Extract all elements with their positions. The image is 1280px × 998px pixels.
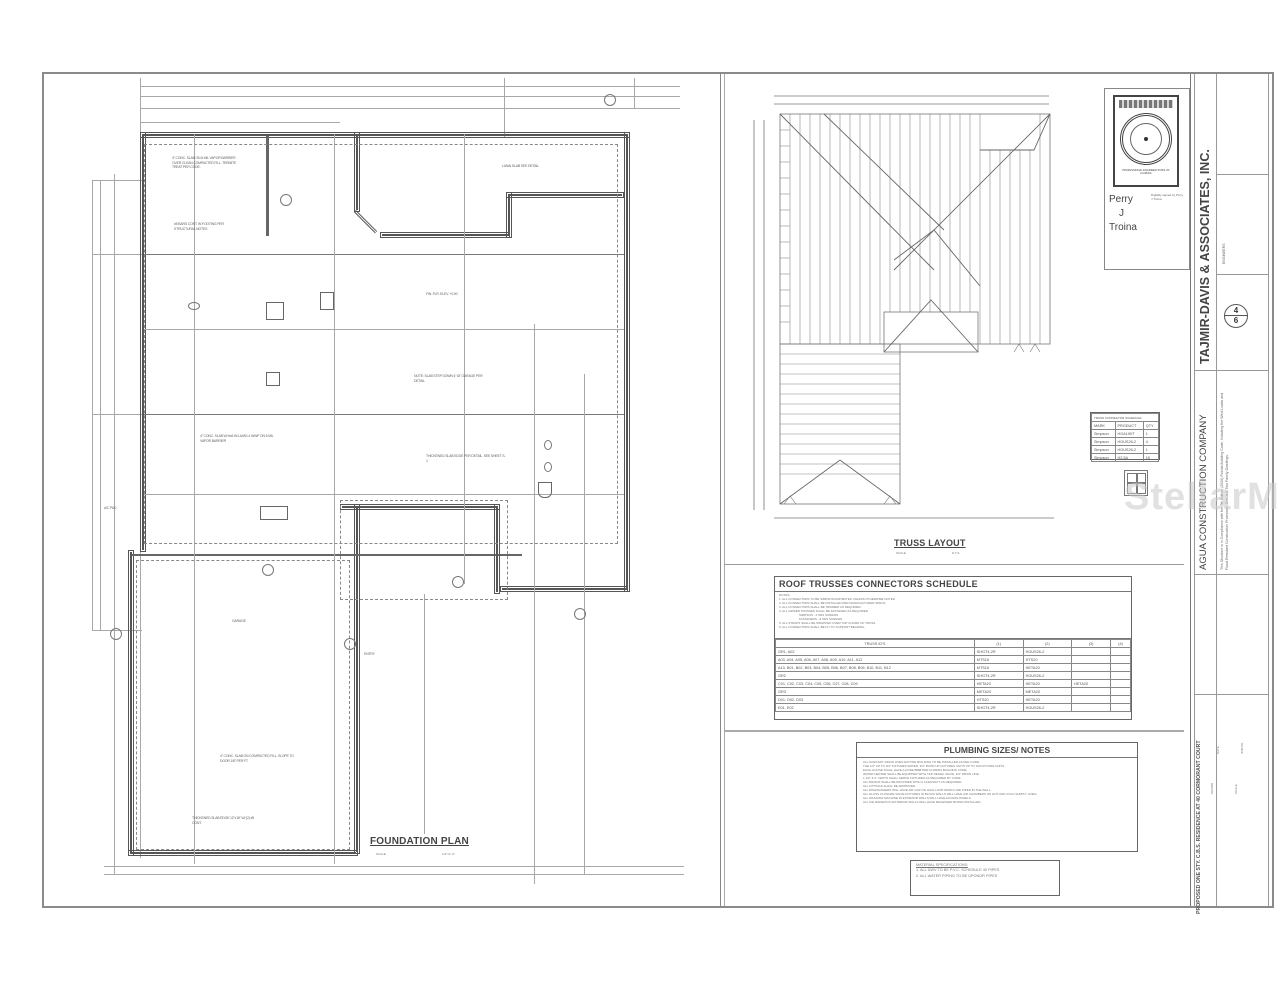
column-marker (452, 576, 464, 588)
plumbing-title: PLUMBING SIZES/ NOTES (857, 743, 1137, 758)
legend-header: QTY (1142, 421, 1160, 430)
table-header-row: TRUSS ID'S (1) (2) (3) (4) (775, 639, 1131, 648)
title-field-date: DATE (1216, 746, 1220, 754)
firm-subtitle: ENGINEERS (1222, 243, 1226, 264)
connectors-schedule-title: ROOF TRUSSES CONNECTORS SCHEDULE (775, 577, 1131, 592)
toilet-icon (544, 462, 552, 472)
sheet-number-badge: 4 6 (1224, 304, 1248, 328)
schedule-note: 2. ALL CONNECTORS SHALL BE INSTALLED PER… (779, 601, 887, 605)
seal-text: PROFESSIONAL ENGINEER STATE OF FLORIDA (1122, 169, 1170, 175)
appliance-icon (320, 292, 334, 310)
schedule-note: 4. ALL GIRDER TRUSSES SHALL BE FASTENED … (779, 609, 869, 613)
range-icon (266, 302, 284, 320)
table-row: A03, A04, A05, A06, A07, A08, A09, A10, … (775, 655, 1131, 664)
schedule-note: FASTENERS - 8 SDS SCREWS (799, 617, 843, 621)
schedule-note: 1. ALL CONNECTORS TO BE SIMPSON/USP/MIIT… (779, 597, 896, 601)
schedule-note: 3. ALL CONNECTORS SHALL BE TRIMMED AS RE… (779, 605, 862, 609)
sheet-total: 6 (1233, 316, 1239, 325)
title-block-border (1216, 74, 1217, 906)
sheet-divider (720, 74, 721, 906)
foundation-plan: 4" CONC. SLAB ON 6 MIL VAPOR BARRIER OVE… (44, 74, 724, 906)
water-heater-icon (260, 506, 288, 520)
truss-layout-title: TRUSS LAYOUT (894, 538, 966, 548)
title-block-border (1194, 74, 1195, 906)
title-field-drawn: DRAWN (1210, 782, 1214, 794)
column-marker (344, 638, 356, 650)
column-marker (262, 564, 274, 576)
engineer-seal: PROFESSIONAL ENGINEER STATE OF FLORIDA (1113, 95, 1179, 187)
watermark: StellarMLS (1124, 476, 1280, 518)
north-arrow-block (1124, 470, 1148, 496)
foundation-plan-scale: 1/4"=1'-0" (442, 852, 455, 856)
plumbing-note: ALL ICE MAKERS IN EXTERIOR WALLS WILL HA… (863, 800, 982, 804)
plumbing-note: ALL SANITARY DRAIN LINES EXITING BUILDIN… (863, 760, 980, 764)
material-spec-item: 1. ALL DWV TO BE P.V.C. SCHEDULE 40 PIPE… (916, 868, 1000, 872)
truss-connector-legend: TRUSS CONNECTOR SCHEDULE MARK PRODUCT QT… (1090, 412, 1160, 462)
column-marker (110, 628, 122, 640)
column-marker (574, 608, 586, 620)
engineer-last-name: Troina (1109, 222, 1137, 233)
plumbing-note: ALL DISHWASHERS WILL HAVE AIR GAP OR HIG… (863, 788, 992, 792)
material-spec-title: MATERIAL SPECIFICATIONS: (916, 863, 969, 867)
plumbing-note: 1 1/2" & 2" VENTS SHALL SERVE FIXTURES A… (863, 776, 962, 780)
title-block-border (1268, 74, 1269, 906)
signature-note: Digitally signed by Perry J Troina (1151, 193, 1184, 201)
plumbing-note: ALL FITTINGS SHALL BE APPROVED. (863, 784, 916, 788)
schedule-note: 5. ALL STRAPS SHALL BE WRAPPED OVER TOP … (779, 621, 877, 625)
connectors-schedule: ROOF TRUSSES CONNECTORS SCHEDULE NOTES: … (774, 576, 1132, 720)
engineer-seal-block: PROFESSIONAL ENGINEER STATE OF FLORIDA P… (1104, 88, 1190, 270)
foundation-plan-scale-label: SCALE (376, 852, 386, 856)
engineer-first-name: Perry (1109, 194, 1133, 205)
fridge-icon (266, 372, 280, 386)
plumbing-note: THE 1/2" UP TO 3/4" FIXTURES WATER, 3/4"… (863, 764, 1005, 768)
plumbing-note: EACH HOUSE SHALL HAVE A HOSE BIBB PER FL… (863, 768, 968, 772)
truss-layout-scale: N.T.S. (952, 551, 961, 555)
plumbing-note: WATER HEATER SHALL BE EQUIPPED WITH T&P … (863, 772, 980, 776)
firm-name: TAJMIR-DAVIS & ASSOCIATES, INC. (1198, 149, 1212, 364)
sheet-divider (724, 74, 725, 906)
truss-layout-scale-label: SCALE (896, 551, 906, 555)
column-marker (280, 194, 292, 206)
section-divider (724, 564, 1184, 565)
truss-layout (744, 90, 1124, 550)
tub-icon (538, 482, 552, 498)
material-spec-item: 2. ALL WATER PIPING TO BE UPONOR PIPES (916, 874, 998, 878)
table-row: A13, B01, B02, B03, B04, B05, B06, B07, … (775, 663, 1131, 672)
plumbing-notes: PLUMBING SIZES/ NOTES ALL SANITARY DRAIN… (856, 742, 1138, 852)
sink-icon (188, 302, 200, 310)
section-divider (724, 730, 1184, 732)
sheet-number: 4 (1233, 306, 1239, 315)
legend-header: MARK (1091, 421, 1116, 430)
title-block-border (1190, 74, 1191, 906)
column-marker (604, 94, 616, 106)
plumbing-note: ALL DRAINS SHALL BE PROVIDED WITH A CLEA… (863, 780, 963, 784)
legend-title: TRUSS CONNECTOR SCHEDULE (1091, 413, 1159, 422)
schedule-note: SIMPSON - 4 SDS SCREWS (799, 613, 839, 617)
blueprint-sheet: 4" CONC. SLAB ON 6 MIL VAPOR BARRIER OVE… (42, 72, 1280, 914)
foundation-plan-title: FOUNDATION PLAN (370, 836, 469, 847)
title-field-job: JOB NO. (1240, 741, 1244, 754)
schedule-notes-label: NOTES: (779, 593, 791, 597)
plumbing-note: ALL WASHING MACHINE IN EXTERIOR WALLS WI… (863, 796, 972, 800)
title-field-scale: SCALE (1234, 784, 1238, 794)
schedule-note: 6. ALL CONNECTORS SHALL BE FIT TO SUPPOR… (779, 625, 866, 629)
plumbing-note: ALL GLASS CLOSURE VALVE FIXTURES IN BLOC… (863, 792, 1038, 796)
truss-layout-drawing (753, 95, 1054, 519)
material-specifications: MATERIAL SPECIFICATIONS: 1. ALL DWV TO B… (910, 860, 1060, 896)
engineer-middle-initial: J (1119, 208, 1124, 219)
legend-header: PRODUCT (1114, 421, 1144, 430)
project-title: PROPOSED ONE STY. C.B.S. RESIDENCE AT 40… (1196, 740, 1202, 914)
table-row: C01, C02, C03, C04, C05, C06, C07, C08, … (775, 679, 1131, 688)
toilet-icon (544, 440, 552, 450)
